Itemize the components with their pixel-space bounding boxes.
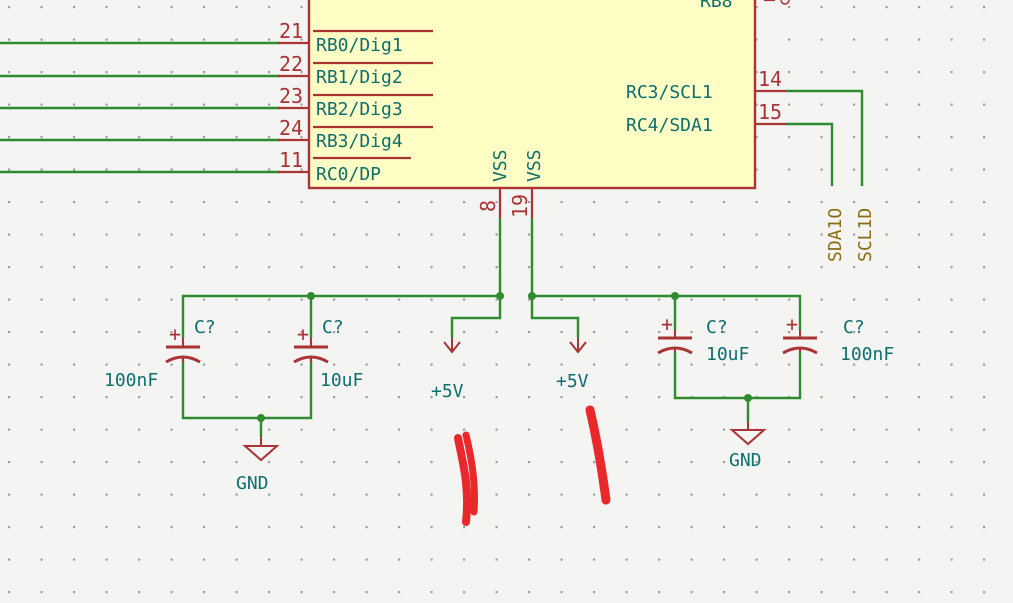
svg-text:15: 15 [758,100,782,124]
svg-text:+5V: +5V [431,381,464,402]
svg-text:RB1/Dig2: RB1/Dig2 [316,67,403,88]
power-symbol-left[interactable]: +5V [431,338,464,402]
left-pins: 21 RB0/Dig1 22 RB1/Dig2 23 RB2/Dig3 24 R… [278,19,433,185]
svg-text:100nF: 100nF [840,344,894,365]
svg-text:21: 21 [279,19,303,43]
right-decoupling-wires [528,218,802,422]
left-decoupling-wires [181,218,504,437]
power-symbol-right[interactable]: +5V [556,338,589,392]
capacitor-c1[interactable]: + C? 100nF [104,317,216,391]
right-pins: 14 RC3/SCL1 15 RC4/SDA1 [626,67,786,136]
svg-text:19: 19 [508,194,532,218]
ground-symbol-right[interactable]: GND [729,422,767,471]
pin-21[interactable]: 21 RB0/Dig1 [278,19,433,56]
svg-text:100nF: 100nF [104,370,158,391]
pin-8-vss[interactable]: VSS 8 [476,149,511,218]
svg-text:RB2/Dig3: RB2/Dig3 [316,99,403,120]
annotation-marks [454,405,611,526]
ic-top-right-partial: RB8 [700,0,733,12]
svg-text:+5V: +5V [556,371,589,392]
svg-text:10uF: 10uF [320,370,363,391]
pin-11[interactable]: 11 RC0/DP [278,148,411,185]
net-label-scl[interactable]: SCL1D [855,208,876,262]
pin-19-vss[interactable]: VSS 19 [508,149,545,218]
svg-text:11: 11 [279,148,303,172]
ground-symbol-left[interactable]: GND [236,437,280,494]
svg-text:VSS: VSS [490,149,511,182]
bottom-pins: VSS 8 VSS 19 [476,149,545,218]
svg-text:+: + [661,312,673,336]
svg-text:C?: C? [322,317,344,338]
svg-text:VSS: VSS [524,149,545,182]
svg-text:RB0/Dig1: RB0/Dig1 [316,35,403,56]
svg-text:RC3/SCL1: RC3/SCL1 [626,82,713,103]
capacitor-c2[interactable]: + C? 10uF [293,317,363,391]
pin-23[interactable]: 23 RB2/Dig3 [278,84,433,120]
svg-text:GND: GND [236,473,269,494]
svg-text:8: 8 [476,200,500,212]
svg-text:C?: C? [194,317,216,338]
svg-text:RB3/Dig4: RB3/Dig4 [316,131,403,152]
capacitor-c4[interactable]: + C? 100nF [782,312,894,365]
net-label-sda[interactable]: SDA1O [825,208,846,262]
i2c-wires [786,89,864,186]
svg-text:10uF: 10uF [706,344,749,365]
svg-text:GND: GND [729,450,762,471]
svg-text:RC4/SDA1: RC4/SDA1 [626,115,713,136]
svg-text:14: 14 [758,67,782,91]
svg-text:+: + [786,312,798,336]
svg-text:+: + [297,322,309,346]
pin-22[interactable]: 22 RB1/Dig2 [278,52,433,88]
svg-text:RC0/DP: RC0/DP [316,164,381,185]
left-wires [0,41,280,174]
pin-14[interactable]: 14 RC3/SCL1 [626,67,786,103]
pin-24[interactable]: 24 RB3/Dig4 [278,116,433,152]
svg-text:24: 24 [279,116,303,140]
svg-text:23: 23 [279,84,303,108]
svg-text:C?: C? [706,317,728,338]
svg-text:+: + [169,322,181,346]
svg-text:22: 22 [279,52,303,76]
capacitor-c3[interactable]: + C? 10uF [657,312,749,365]
svg-text:C?: C? [843,317,865,338]
pin-15[interactable]: 15 RC4/SDA1 [626,100,786,136]
